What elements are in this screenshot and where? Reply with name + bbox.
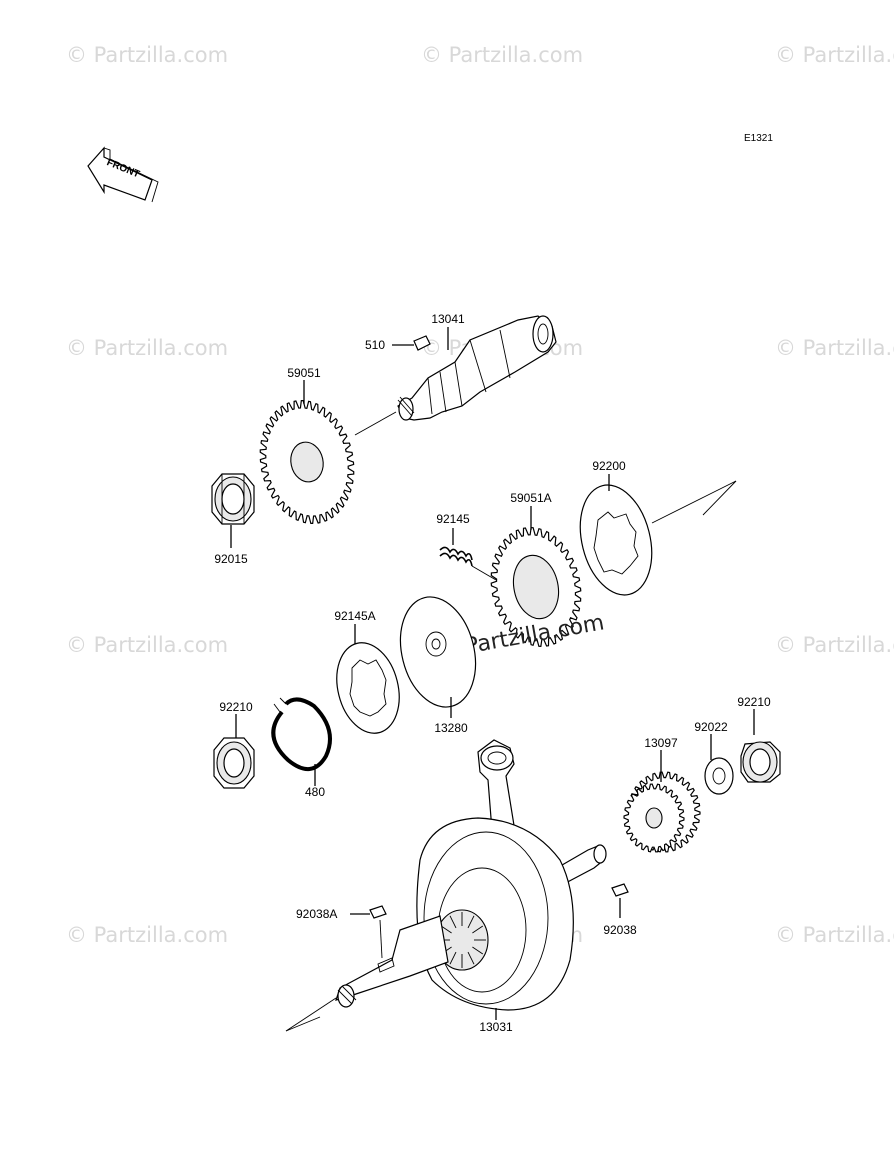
washer-icon [704, 757, 734, 795]
part-label-480[interactable]: 480 [305, 785, 325, 799]
nut-icon [211, 473, 255, 525]
crank-gear-icon [623, 771, 701, 853]
part-label-92145a[interactable]: 92145A [334, 609, 375, 623]
key-a-icon [369, 905, 387, 919]
part-label-92200[interactable]: 92200 [592, 459, 626, 473]
part-label-92038[interactable]: 92038 [603, 923, 637, 937]
part-label-13031[interactable]: 13031 [479, 1020, 513, 1034]
part-label-92015[interactable]: 92015 [214, 552, 248, 566]
spring-icon [439, 546, 473, 567]
watermark-text: © Partzilla.com [66, 633, 228, 657]
part-label-13280[interactable]: 13280 [434, 721, 468, 735]
woodruff-key-icon [413, 335, 431, 351]
bearing-icon [438, 912, 486, 968]
watermark-text: © Partzilla.com [775, 633, 894, 657]
watermark-text: © Partzilla.com [421, 43, 583, 67]
key-icon [611, 883, 629, 897]
part-label-92210-left[interactable]: 92210 [219, 700, 253, 714]
crankshaft-icon [335, 739, 607, 1011]
watermark-text: © Partzilla.com [66, 336, 228, 360]
part-label-92038a[interactable]: 92038A [296, 907, 337, 921]
part-label-13041[interactable]: 13041 [431, 312, 465, 326]
watermark-text: © Partzilla.com [775, 336, 894, 360]
circlip-icon [271, 697, 332, 771]
watermark-text: © Partzilla.com [66, 923, 228, 947]
washer-plate-icon [579, 484, 653, 596]
part-label-92145[interactable]: 92145 [436, 512, 470, 526]
part-label-59051[interactable]: 59051 [287, 366, 321, 380]
watermark-text: © Partzilla.com [775, 923, 894, 947]
part-label-59051a[interactable]: 59051A [510, 491, 551, 505]
front-arrow-icon: FRONT [87, 146, 159, 203]
drive-gear-icon [259, 400, 355, 524]
balancer-gear-icon [490, 526, 582, 648]
part-label-510[interactable]: 510 [365, 338, 385, 352]
part-label-13097[interactable]: 13097 [644, 736, 678, 750]
balancer-shaft-icon [397, 315, 557, 421]
spring-plate-icon [336, 642, 400, 734]
watermark-layer: © Partzilla.com © Partzilla.com © Partzi… [66, 43, 894, 947]
nut-icon [213, 737, 255, 789]
diagram-code: E1321 [744, 133, 773, 144]
part-label-92022[interactable]: 92022 [694, 720, 728, 734]
watermark-text: © Partzilla.com [66, 43, 228, 67]
part-label-92210-right[interactable]: 92210 [737, 695, 771, 709]
plate-icon [399, 596, 477, 708]
nut-icon [740, 741, 781, 783]
watermark-text: © Partzilla.com [775, 43, 894, 67]
